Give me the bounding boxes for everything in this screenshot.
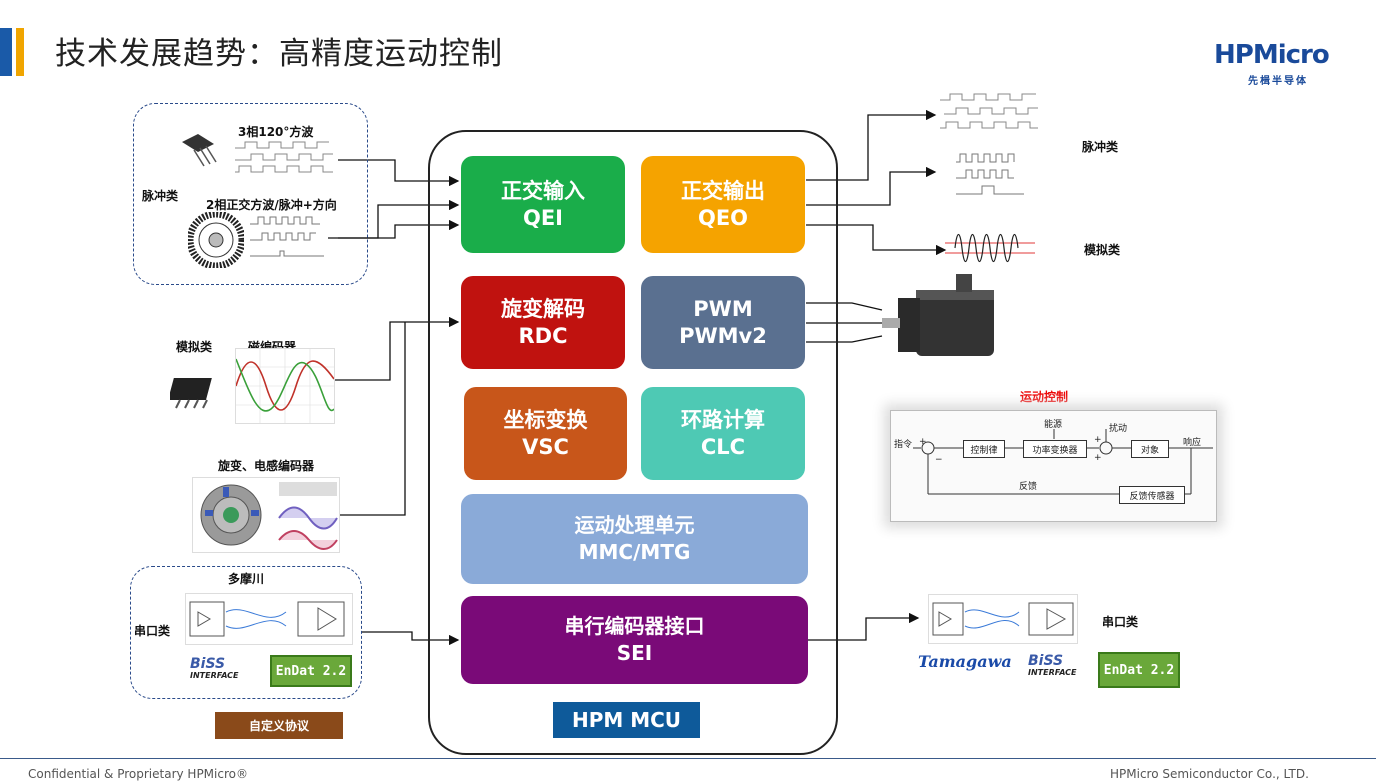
- serial-circuit-right-icon: [932, 602, 1074, 636]
- tamagawa-logo: Tamagawa: [918, 652, 1012, 671]
- block-qeo-abbr: QEO: [697, 205, 749, 230]
- block-sei-title: 串行编码器接口: [564, 614, 705, 638]
- company-logo: HPMicro: [1214, 40, 1330, 70]
- block-rdc-abbr: RDC: [518, 323, 568, 348]
- ctrl-disturb-label: 扰动: [1109, 424, 1128, 434]
- accent-bar-blue: [0, 28, 12, 76]
- ctrl-plus-3: +: [1094, 453, 1102, 463]
- serial-label-left: 串口类: [134, 624, 171, 638]
- block-rdc[interactable]: 旋变解码 RDC: [461, 276, 625, 369]
- hall-sensor-icon: [182, 134, 217, 167]
- block-sei[interactable]: 串行编码器接口 SEI: [461, 596, 808, 684]
- line-pwm-to-motor-1: [806, 302, 883, 311]
- pulse-group-label: 脉冲类: [142, 189, 179, 203]
- line-serial-to-sei: [362, 631, 460, 646]
- sq120-waveform-icon: [235, 141, 333, 173]
- motion-control-label: 运动控制: [1020, 390, 1069, 404]
- ctrl-plus-2: +: [1094, 435, 1102, 445]
- block-rdc-title: 旋变解码: [501, 296, 585, 321]
- ctrl-energy-label: 能源: [1044, 420, 1063, 430]
- ctrl-sensor-box: 反馈传感器: [1119, 486, 1185, 504]
- company-logo-subtitle: 先楫半导体: [1248, 76, 1308, 87]
- ctrl-power-box: 功率变换器: [1023, 440, 1087, 458]
- analog-label: 模拟类: [176, 340, 213, 354]
- serial-circuit-thumbnail-right: [928, 594, 1078, 644]
- ctrl-minus-1: −: [935, 455, 943, 465]
- biss-logo-left-sub: INTERFACE: [190, 671, 239, 680]
- analog-output-label: 模拟类: [1084, 243, 1121, 257]
- resolver-label: 旋变、电感编码器: [218, 459, 315, 473]
- quad-label: 2相正交方波/脉冲+方向: [206, 198, 337, 212]
- qeo-waveform-1-icon: [940, 93, 1038, 129]
- line-qeo-to-analog: [806, 224, 947, 256]
- ctrl-response-label: 响应: [1183, 438, 1202, 448]
- block-vsc-abbr: VSC: [522, 434, 569, 459]
- custom-protocol-label: 自定义协议: [215, 712, 343, 739]
- serial-circuit-thumbnail: [185, 593, 353, 645]
- biss-logo-right: BiSS INTERFACE: [1028, 653, 1077, 679]
- chip-icon: [170, 378, 212, 409]
- line-sq120-to-qei: [338, 159, 460, 187]
- block-mmc-title: 运动处理单元: [574, 513, 695, 537]
- ctrl-plant-box: 对象: [1131, 440, 1169, 458]
- block-qeo[interactable]: 正交输出 QEO: [641, 156, 805, 253]
- resolver-thumbnail: [192, 477, 340, 553]
- block-qei-abbr: QEI: [522, 205, 563, 230]
- biss-logo-right-main: BiSS: [1028, 653, 1064, 669]
- line-qeo-to-pulse2: [806, 166, 937, 206]
- line-resolver-to-rdc: [340, 322, 406, 516]
- line-mag-to-rdc: [335, 316, 460, 381]
- block-vsc-title: 坐标变换: [503, 407, 588, 432]
- hpm-mcu-label: HPM MCU: [553, 702, 700, 738]
- qeo-waveform-2-icon: [956, 153, 1024, 195]
- block-mmc[interactable]: 运动处理单元 MMC/MTG: [461, 494, 808, 584]
- block-clc[interactable]: 环路计算 CLC: [641, 387, 805, 480]
- endat-logo-left: EnDat 2.2: [270, 655, 352, 687]
- block-sei-abbr: SEI: [616, 641, 653, 665]
- footer-right-text: HPMicro Semiconductor Co., LTD.: [1110, 767, 1309, 781]
- block-clc-title: 环路计算: [681, 407, 765, 432]
- block-pwm[interactable]: PWM PWMv2: [641, 276, 805, 369]
- ctrl-controller-box: 控制律: [963, 440, 1005, 458]
- line-pulse-to-qei: [338, 219, 460, 239]
- biss-logo-right-sub: INTERFACE: [1028, 668, 1077, 677]
- quad-waveform-icon: [250, 216, 324, 257]
- page-title: 技术发展趋势：高精度运动控制: [55, 36, 503, 72]
- sine-plot-thumbnail: [235, 348, 335, 424]
- endat-logo-right: EnDat 2.2: [1098, 652, 1180, 688]
- line-pwm-to-motor-3: [806, 335, 883, 343]
- ctrl-plus-1: +: [919, 437, 927, 447]
- block-vsc[interactable]: 坐标变换 VSC: [464, 387, 627, 480]
- serial-circuit-icon: [189, 601, 345, 637]
- biss-logo-left-main: BiSS: [190, 656, 226, 672]
- block-qeo-title: 正交输出: [681, 178, 765, 203]
- block-clc-abbr: CLC: [700, 434, 746, 459]
- servo-motor-icon: [882, 274, 994, 356]
- sine-waves-icon: [235, 349, 335, 423]
- block-qei[interactable]: 正交输入 QEI: [461, 156, 625, 253]
- ctrl-cmd-label: 指令: [894, 440, 913, 450]
- sq120-label: 3相120°方波: [238, 125, 314, 139]
- tamagawa-title-label: 多摩川: [228, 572, 265, 586]
- analog-output-waveform-icon: [945, 233, 1035, 263]
- accent-bar-orange: [16, 28, 24, 76]
- mcu-frame: [428, 130, 838, 755]
- serial-group-box: [130, 566, 362, 699]
- footer-left-text: Confidential & Proprietary HPMicro®: [28, 767, 248, 781]
- ctrl-feedback-label: 反馈: [1019, 482, 1038, 492]
- control-loop-diagram: 指令 + − 控制律 功率变换器 能源 扰动 + + 对象 响应 反馈 反馈传感…: [890, 410, 1217, 522]
- biss-logo-left: BiSS INTERFACE: [190, 656, 239, 682]
- pulse-group-box: [133, 103, 368, 285]
- control-loop-lines: [913, 429, 1213, 495]
- serial-label-right: 串口类: [1102, 615, 1139, 629]
- block-pwm-title: PWM: [693, 296, 753, 321]
- pulse-output-label: 脉冲类: [1082, 140, 1119, 154]
- block-qei-title: 正交输入: [501, 178, 585, 203]
- block-mmc-abbr: MMC/MTG: [578, 540, 691, 564]
- footer-divider: [0, 758, 1376, 759]
- resolver-diagram-icon: [200, 482, 338, 550]
- encoder-disc-icon: [188, 212, 244, 268]
- block-pwm-abbr: PWMv2: [679, 323, 767, 348]
